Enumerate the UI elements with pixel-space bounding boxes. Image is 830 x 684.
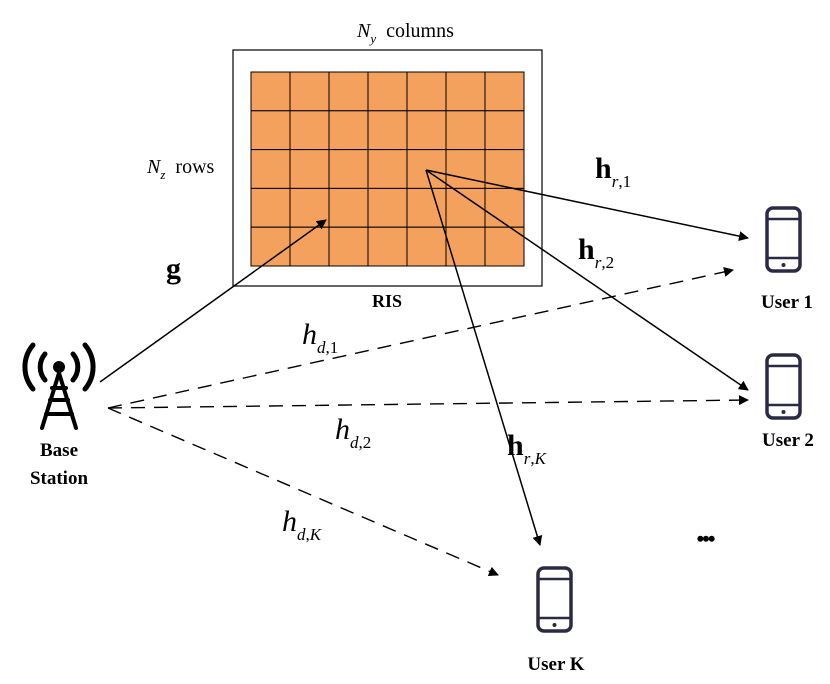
- ris-element: [445, 110, 486, 151]
- user-2-label: User 2: [762, 430, 814, 451]
- ris-element: [328, 187, 369, 228]
- label-hdK: hd,K: [282, 505, 323, 544]
- more-users-ellipsis: •••: [696, 526, 714, 551]
- ris-element: [406, 110, 447, 151]
- ris-element: [250, 149, 291, 189]
- user-1-phone-icon: [765, 206, 802, 273]
- user-k-phone-icon: [536, 566, 573, 633]
- label-hrK: hr,K: [507, 429, 548, 468]
- ris-element: [250, 71, 291, 112]
- ris-element: [484, 187, 525, 228]
- ris-element: [484, 226, 525, 267]
- ris-element: [406, 149, 447, 189]
- ris-element: [484, 110, 525, 151]
- base-station-label-line2: Station: [30, 468, 89, 489]
- ris-element: [367, 187, 408, 228]
- ris-element: [250, 226, 291, 267]
- link-hd2: [107, 395, 749, 409]
- ris-element: [445, 71, 486, 112]
- ris-element: [367, 149, 408, 189]
- link-hd1: [107, 267, 734, 409]
- user-1-label: User 1: [761, 292, 813, 313]
- ris-label: RIS: [372, 291, 402, 311]
- ris-element: [406, 71, 447, 112]
- ris-element: [484, 71, 525, 112]
- ris-frame: [232, 49, 543, 287]
- link-hrK: [425, 169, 543, 546]
- ris-element: [328, 110, 369, 151]
- ris-element: [367, 71, 408, 112]
- ris-element: [406, 187, 447, 228]
- ris-element: [250, 187, 291, 228]
- label-g: g: [166, 252, 181, 285]
- base-station-tower-icon: [22, 342, 96, 430]
- ris-element: [289, 71, 330, 112]
- label-hd2: hd,2: [335, 413, 371, 452]
- ris-element: [328, 149, 369, 189]
- ris-element-grid: [250, 71, 525, 267]
- label-hr1: hr,1: [595, 152, 631, 191]
- ris-element: [328, 226, 369, 267]
- ris-element: [250, 110, 291, 151]
- user-2-phone-icon: [765, 353, 802, 420]
- ris-element: [328, 71, 369, 112]
- ris-element: [367, 110, 408, 151]
- ris-element: [289, 149, 330, 189]
- user-k-label: User K: [527, 654, 584, 675]
- ris-element: [367, 226, 408, 267]
- link-g: [99, 219, 327, 383]
- base-station-label-line1: Base: [40, 440, 78, 461]
- ris-element: [445, 187, 486, 228]
- ris-element: [289, 226, 330, 267]
- link-hdK: [107, 407, 499, 577]
- link-hr2: [425, 169, 749, 391]
- label-hr2: hr,2: [578, 233, 614, 272]
- ris-element: [445, 226, 486, 267]
- ris-element: [289, 110, 330, 151]
- ris-element: [406, 226, 447, 267]
- link-hr1: [425, 169, 749, 242]
- label-hd1: hd,1: [302, 318, 338, 357]
- ris-element: [484, 149, 525, 189]
- ris-element: [445, 149, 486, 189]
